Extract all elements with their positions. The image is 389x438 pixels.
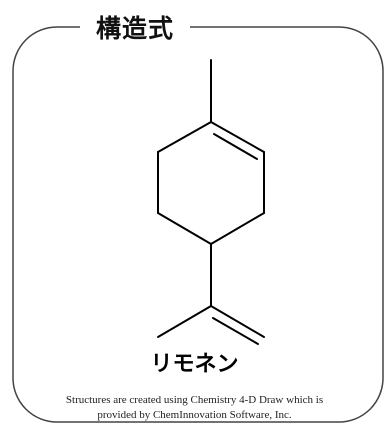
credit-text: Structures are created using Chemistry 4… [30,393,359,423]
frame-title: 構造式 [80,12,190,46]
bond-c8-methyl [157,305,212,338]
bond-c8-ch2 [210,305,265,338]
bond-ring-c6-c1 [157,121,212,153]
bond-ring-c1-c2-double [213,133,258,160]
bond-ring-c3-c4 [210,212,265,245]
credit-line-1: Structures are created using Chemistry 4… [65,394,324,406]
bond-ring-c4-c5 [157,212,212,245]
credit-line-2: provided by ChemInnovation Software, Inc… [97,409,292,421]
frame-border [12,26,384,423]
bond-c8-ch2-double [212,317,259,345]
compound-name: リモネン [150,352,239,377]
bond-ring-c1-c2 [210,121,265,153]
